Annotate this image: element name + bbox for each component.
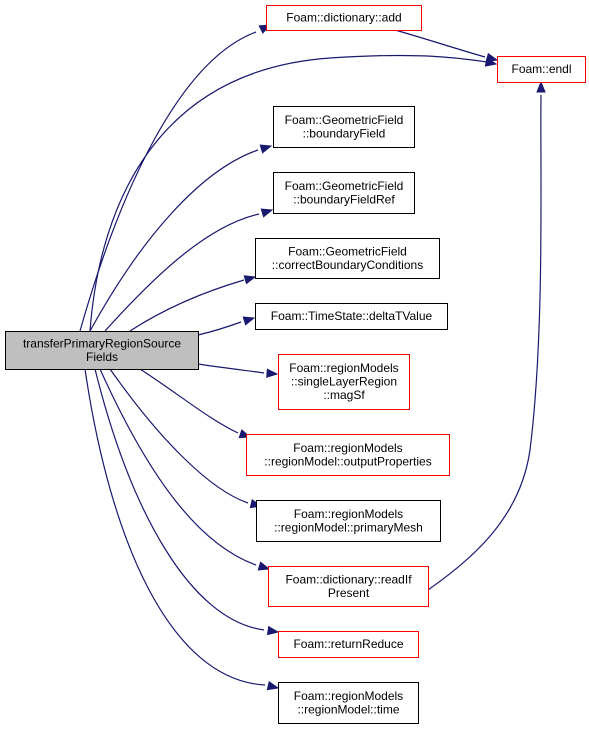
node-region-time[interactable]: Foam::regionModels::regionModel::time (278, 682, 419, 724)
edge-line (94, 368, 265, 631)
node-label-line: Foam::TimeState::deltaTValue (271, 309, 433, 323)
arrowhead-icon (242, 316, 256, 326)
node-mag-sf[interactable]: Foam::regionModels::singleLayerRegion::m… (278, 354, 410, 410)
edge-line (129, 279, 245, 332)
node-label-line: ::boundaryFieldRef (293, 192, 395, 206)
node-output-props[interactable]: Foam::regionModels::regionModel::outputP… (246, 434, 450, 476)
node-box (255, 303, 448, 330)
node-dict-add[interactable]: Foam::dictionary::add (266, 5, 422, 31)
edge-source-to-boundary-field (89, 144, 273, 332)
arrowhead-icon (266, 625, 280, 636)
node-label-line: Foam::regionModels (293, 441, 402, 455)
node-box (255, 238, 440, 279)
node-label-line: ::magSf (323, 388, 365, 402)
edge-line (99, 368, 257, 566)
node-primary-mesh[interactable]: Foam::regionModels::regionModel::primary… (256, 500, 441, 542)
edge-line (394, 29, 486, 58)
edge-source-to-correct-bc (129, 275, 257, 332)
node-box (497, 56, 586, 83)
node-label-line: ::singleLayerRegion (291, 375, 397, 389)
node-label-line: Foam::dictionary::readIf (285, 572, 412, 586)
arrowhead-icon (260, 208, 274, 218)
edge-line (89, 149, 259, 332)
node-box (246, 434, 450, 476)
node-label-line: Foam::GeometricField (288, 244, 407, 258)
node-boundary-field-ref[interactable]: Foam::GeometricField::boundaryFieldRef (273, 172, 415, 214)
edge-source-to-return-reduce (94, 368, 280, 636)
source-node-box (5, 331, 199, 370)
node-label-line: ::regionModel::primaryMesh (274, 520, 423, 534)
edge-source-to-primary-mesh (109, 368, 263, 509)
edge-dict-add-to-endl (394, 29, 499, 63)
node-label-line: ::boundaryField (303, 126, 386, 140)
node-label-line: Present (328, 586, 370, 600)
edge-read-if-present-to-endl (427, 80, 546, 591)
edge-line (197, 321, 242, 336)
edge-line (139, 368, 239, 434)
node-label-line: transferPrimaryRegionSource (23, 336, 181, 350)
node-delta-t[interactable]: Foam::TimeState::deltaTValue (255, 303, 448, 330)
node-endl[interactable]: Foam::endl (497, 56, 586, 83)
edge-line (79, 31, 257, 332)
edge-source-to-mag-sf (197, 363, 279, 378)
node-box (256, 500, 441, 542)
arrowhead-icon (485, 52, 499, 63)
node-label-line: Foam::regionModels (294, 507, 403, 521)
edge-source-to-output-props (139, 368, 252, 439)
node-box (273, 172, 415, 214)
node-label-line: Foam::GeometricField (285, 113, 404, 127)
edge-line (104, 213, 260, 332)
node-label-line: Foam::dictionary::add (286, 11, 401, 25)
arrowhead-icon (266, 681, 280, 691)
node-return-reduce[interactable]: Foam::returnReduce (278, 631, 419, 658)
nodes-layer: transferPrimaryRegionSourceFieldsFoam::d… (5, 5, 586, 724)
node-box (266, 5, 422, 31)
node-box (278, 631, 419, 658)
node-box (278, 682, 419, 724)
node-box (273, 106, 415, 148)
arrowhead-icon (243, 275, 257, 285)
arrowhead-icon (536, 80, 546, 93)
edge-line (427, 94, 542, 591)
edge-line (197, 363, 265, 374)
node-label-line: Fields (86, 350, 118, 364)
edge-source-to-delta-t (197, 316, 256, 336)
node-label-line: ::regionModel::outputProperties (264, 454, 431, 468)
edge-source-to-dict-add (79, 24, 272, 332)
edge-source-to-boundary-field-ref (104, 208, 274, 332)
node-box (268, 566, 429, 607)
node-label-line: Foam::GeometricField (285, 179, 404, 193)
node-box (278, 354, 410, 410)
edges-layer (79, 24, 546, 691)
node-label-line: ::correctBoundaryConditions (272, 258, 423, 272)
edge-source-to-region-time (84, 368, 280, 691)
node-correct-bc[interactable]: Foam::GeometricField::correctBoundaryCon… (255, 238, 440, 279)
arrowhead-icon (266, 368, 279, 378)
arrowhead-icon (259, 144, 273, 154)
arrowhead-icon (257, 561, 271, 571)
node-label-line: ::regionModel::time (297, 702, 399, 716)
node-label-line: Foam::regionModels (294, 689, 403, 703)
node-label-line: Foam::returnReduce (293, 637, 403, 651)
edge-line (89, 54, 488, 332)
edge-line (84, 368, 266, 686)
node-label-line: Foam::endl (511, 62, 571, 76)
node-boundary-field[interactable]: Foam::GeometricField::boundaryField (273, 106, 415, 148)
edge-source-to-read-if-present (99, 368, 271, 571)
node-label-line: Foam::regionModels (289, 361, 398, 375)
edge-line (109, 368, 249, 504)
